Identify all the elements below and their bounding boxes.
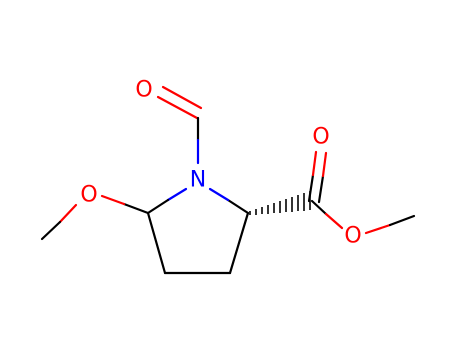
ester-double-bond-b-red [321, 151, 328, 178]
formyl-double-bond-a [156, 95, 199, 120]
methoxy-o-ch3-red [58, 203, 78, 224]
ring-bond-c5-c4 [146, 211, 167, 275]
ring-bond-n-c5-black [146, 198, 170, 215]
ring-bond-c2-n-black [226, 198, 250, 215]
pyrrolidine-ring [146, 187, 250, 275]
atom-label-methoxy-oxygen: O [80, 183, 97, 208]
methoxy-group [40, 194, 150, 241]
ring-bond-c3-c2 [228, 211, 250, 275]
atom-label-ester-oxygen: O [344, 224, 361, 249]
ester-double-bond-b-black [317, 174, 325, 204]
ester-o-ch3-black [388, 214, 416, 227]
atom-label-carbonyl-oxygen: O [312, 125, 329, 150]
atom-label-nitrogen: N [190, 168, 206, 193]
ring-bond-n-c5-blue [166, 187, 188, 202]
ester-c-o-red [324, 212, 344, 230]
ring-bond-c2-n-blue [208, 187, 230, 202]
stereo-hashed-wedge [249, 191, 311, 215]
ester-double-bond-a-black [307, 173, 315, 203]
ester-o-ch3-red [364, 223, 392, 235]
formyl-double-bond-b [161, 85, 203, 110]
ester-double-bond-a-red [311, 150, 318, 177]
ester-c-o-black [310, 199, 328, 216]
methoxy-o-ch3-black [40, 220, 62, 241]
methoxy-c5-o-black [122, 202, 150, 215]
ester-group [307, 150, 416, 235]
atom-label-formyl-oxygen: O [135, 78, 152, 103]
methoxy-c5-o-red [100, 194, 126, 206]
formyl-group [156, 85, 203, 165]
